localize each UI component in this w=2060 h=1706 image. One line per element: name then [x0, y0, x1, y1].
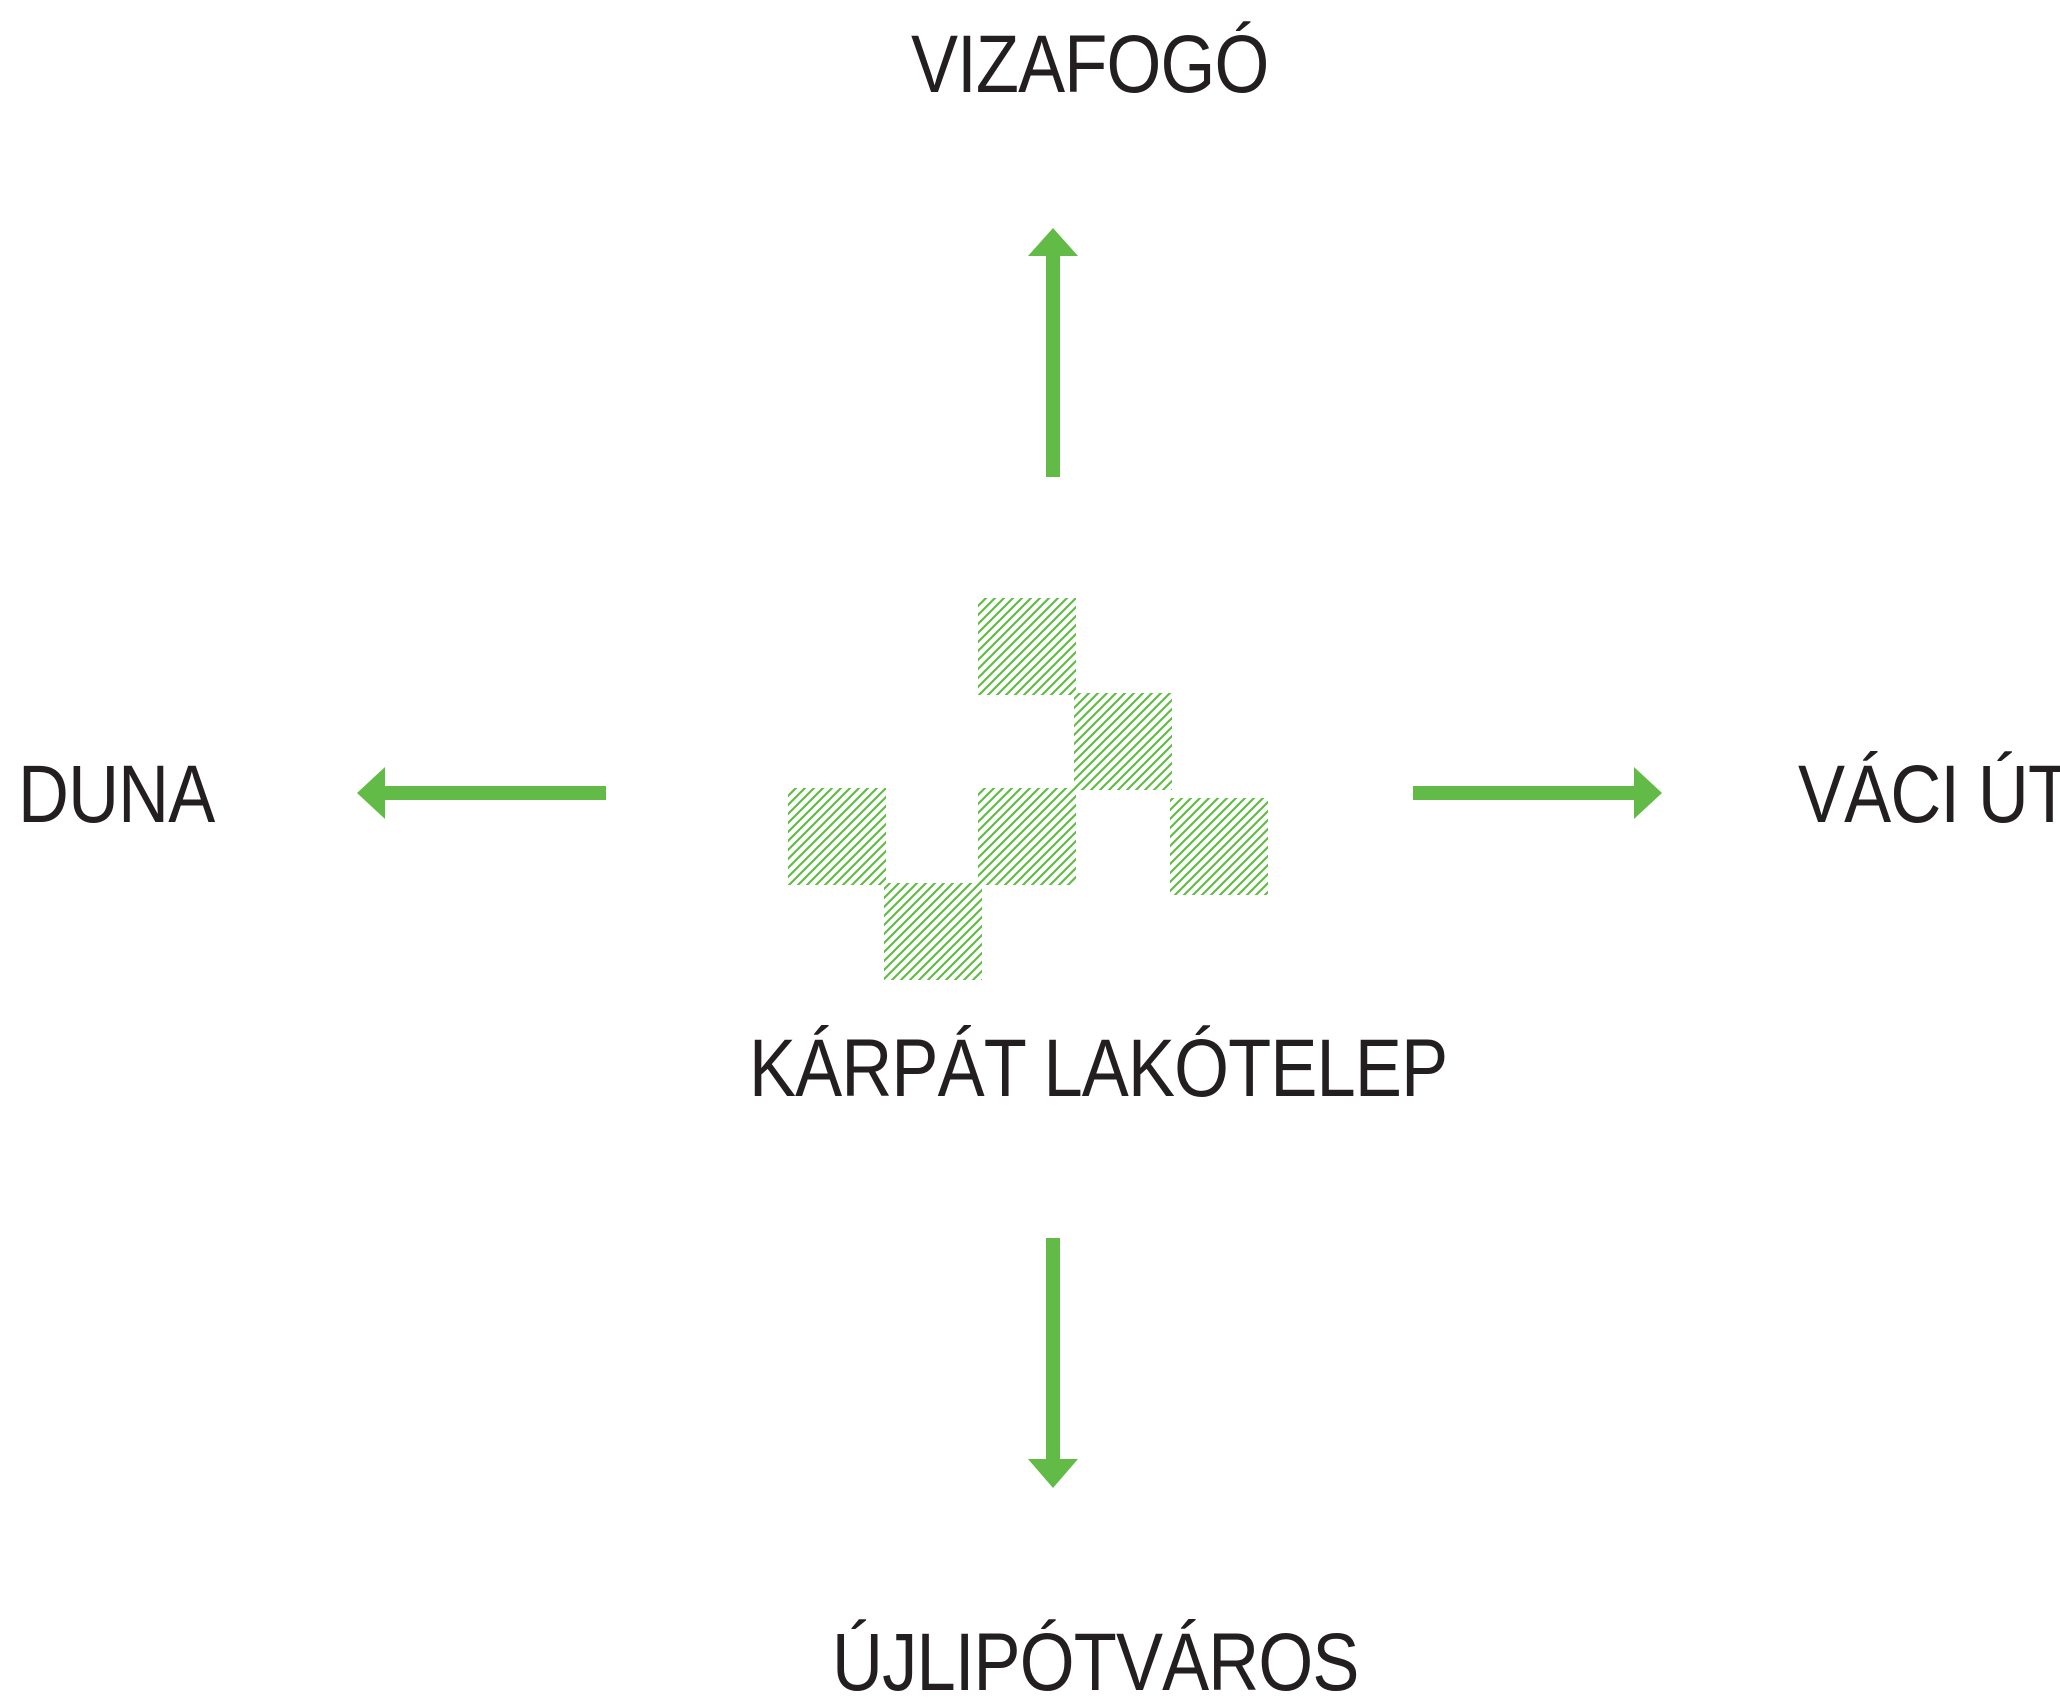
label-ujlipotvaros: ÚJLIPÓTVÁROS: [832, 1617, 1359, 1706]
arrow-down-icon: [1028, 1238, 1078, 1488]
arrow-up-icon: [1028, 228, 1078, 477]
building-block: [1170, 798, 1268, 895]
building-block: [978, 598, 1076, 695]
arrow-left-icon: [357, 767, 606, 819]
building-block: [788, 788, 886, 885]
building-block: [978, 788, 1076, 885]
building-block: [1074, 693, 1172, 790]
label-vizafogo: VIZAFOGÓ: [911, 19, 1269, 110]
label-vaci-ut: VÁCI ÚT: [1798, 749, 2060, 840]
building-blocks: [788, 598, 1268, 980]
label-karpat-lakotelep: KÁRPÁT LAKÓTELEP: [749, 1023, 1448, 1114]
label-duna: DUNA: [18, 749, 215, 840]
arrow-right-icon: [1413, 767, 1662, 819]
building-block: [884, 883, 982, 980]
